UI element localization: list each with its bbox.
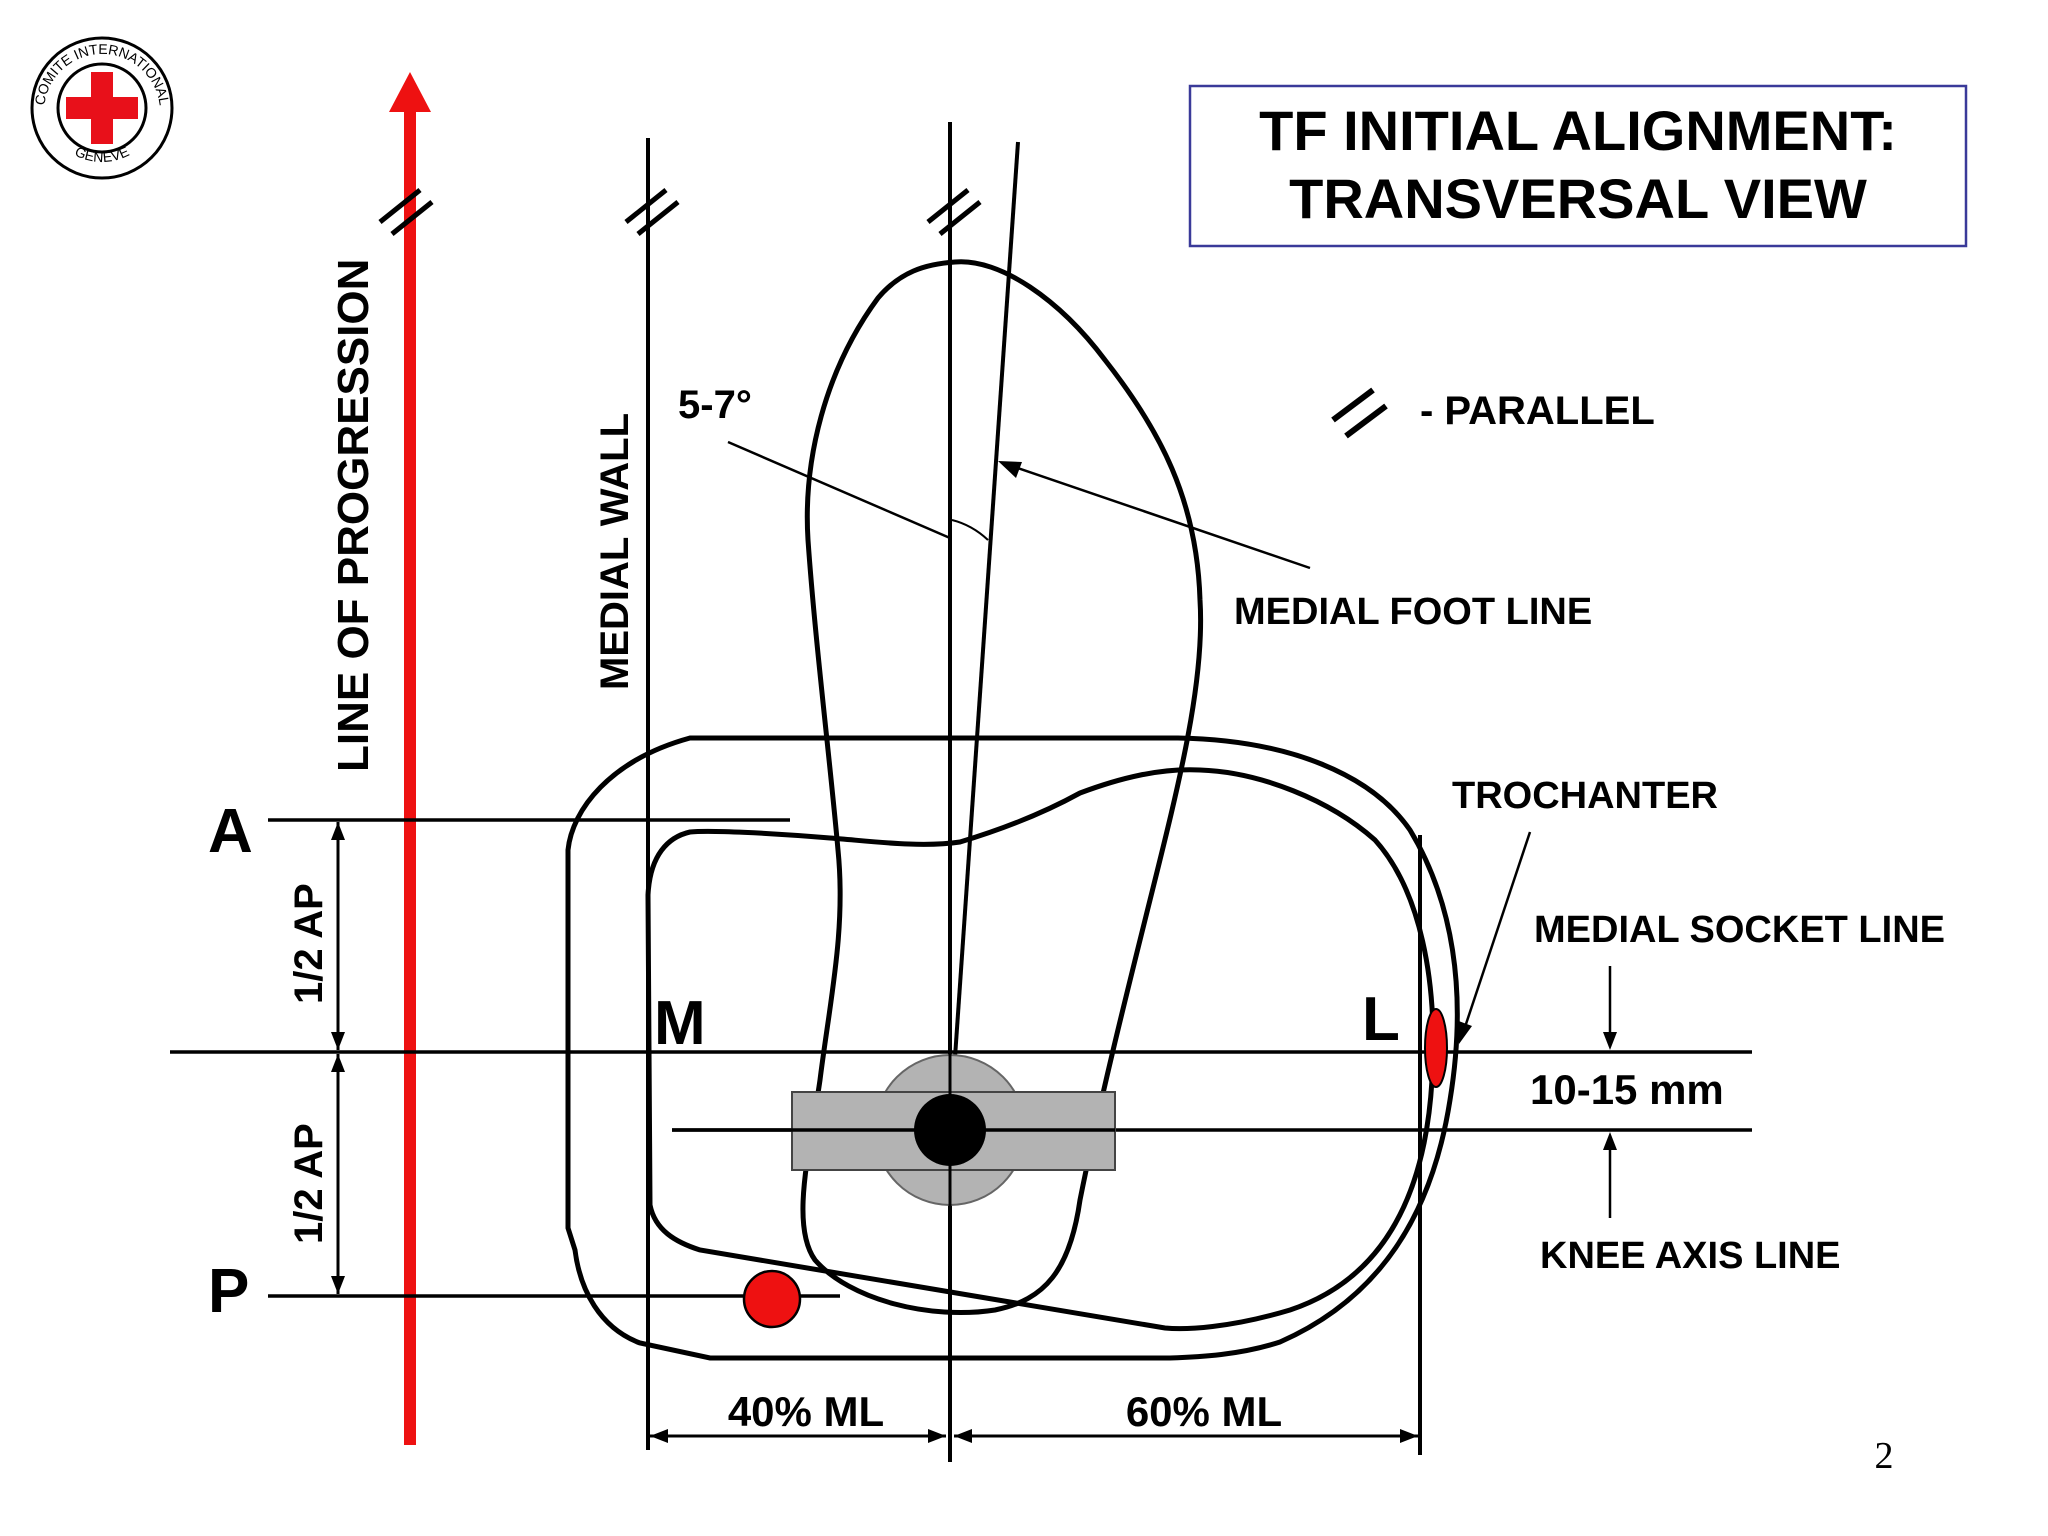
ml-60-label: 60% ML xyxy=(1126,1388,1282,1435)
logo-bottom-text: GENEVE xyxy=(73,143,132,165)
knee-axis-line-label: KNEE AXIS LINE xyxy=(1540,1235,1841,1277)
line-of-progression xyxy=(378,72,434,1445)
trochanter-callout: TROCHANTER xyxy=(1452,775,1718,1044)
page-number: 2 xyxy=(1875,1435,1894,1477)
medial-wall-line xyxy=(624,138,680,1450)
medial-foot-line-callout: MEDIAL FOOT LINE xyxy=(998,461,1592,633)
lateral-label: L xyxy=(1362,985,1400,1054)
socket-outline xyxy=(565,735,1460,1361)
anterior-label: A xyxy=(208,797,253,866)
ml-dimension xyxy=(650,1429,1418,1443)
knee-center xyxy=(672,1050,1116,1210)
icrc-logo: COMITE INTERNATIONAL GENEVE xyxy=(30,36,174,180)
title-line-1: TF INITIAL ALIGNMENT: xyxy=(1259,99,1897,162)
angle-annotation: 5-7° xyxy=(678,383,989,541)
medial-foot-line xyxy=(948,141,1020,1131)
ml-40-label: 40% ML xyxy=(728,1388,884,1435)
half-ap-upper-label: 1/2 AP xyxy=(287,883,331,1004)
ap-dimension xyxy=(331,822,345,1294)
posterior-marker xyxy=(742,1269,802,1329)
parallel-legend: - PARALLEL xyxy=(1331,387,1655,439)
posterior-label: P xyxy=(208,1257,249,1326)
medial-wall-label: MEDIAL WALL xyxy=(593,413,637,690)
center-vertical-line xyxy=(926,122,982,1462)
title-line-2: TRANSVERSAL VIEW xyxy=(1289,167,1867,230)
medial-foot-line-label: MEDIAL FOOT LINE xyxy=(1234,591,1592,633)
medial-label: M xyxy=(654,989,706,1058)
title-box: TF INITIAL ALIGNMENT: TRANSVERSAL VIEW xyxy=(1188,84,1968,248)
trochanter-marker xyxy=(1424,1008,1448,1088)
offset-label: 10-15 mm xyxy=(1530,1066,1724,1113)
medial-socket-line-label: MEDIAL SOCKET LINE xyxy=(1534,909,1945,951)
parallel-label: - PARALLEL xyxy=(1420,389,1655,433)
half-ap-lower-label: 1/2 AP xyxy=(287,1123,331,1244)
line-of-progression-label: LINE OF PROGRESSION xyxy=(329,259,378,772)
red-cross-icon xyxy=(66,72,138,144)
trochanter-label: TROCHANTER xyxy=(1452,775,1718,817)
double-slash-icon xyxy=(1331,387,1388,439)
offset-arrows xyxy=(1603,966,1617,1218)
angle-label: 5-7° xyxy=(678,383,752,427)
foot-outline xyxy=(800,259,1204,1315)
